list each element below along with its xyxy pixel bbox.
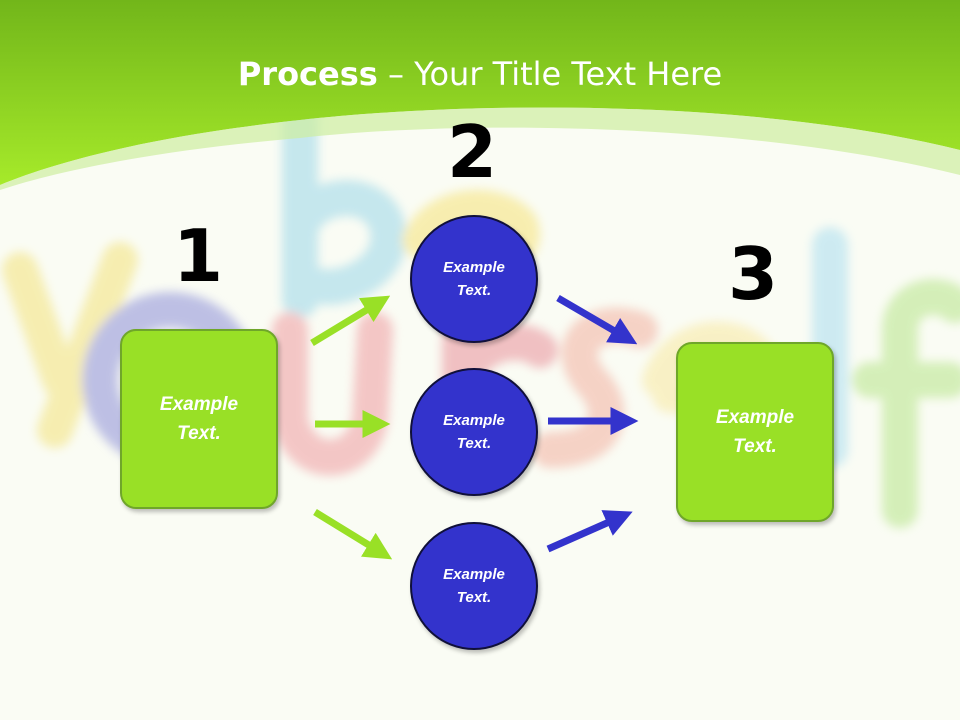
right-box: Example Text. (676, 342, 834, 522)
circle-bottom-text: Example Text. (443, 566, 505, 606)
step-number-1: 1 (172, 214, 224, 298)
step-number-3: 3 (727, 232, 779, 316)
left-box: Example Text. (120, 329, 278, 509)
right-box-text: Example Text. (715, 407, 795, 457)
step-number-2: 2 (446, 110, 498, 194)
title-bold: Process (237, 55, 378, 93)
circle-middle: Example Text. (410, 368, 538, 496)
blue-arrow-down (556, 294, 638, 345)
green-arrow-down (313, 509, 393, 560)
circle-top: Example Text. (410, 215, 538, 343)
slide-title: Process – Your Title Text Here (0, 50, 960, 98)
blue-arrow-up (546, 510, 633, 553)
title-rest: Your Title Text Here (414, 55, 723, 93)
left-box-text: Example Text. (159, 394, 239, 444)
circle-bottom: Example Text. (410, 522, 538, 650)
circle-top-text: Example Text. (443, 259, 505, 299)
circle-middle-text: Example Text. (443, 412, 505, 452)
green-arrow-up (310, 295, 391, 346)
title-dash: – (377, 55, 415, 93)
